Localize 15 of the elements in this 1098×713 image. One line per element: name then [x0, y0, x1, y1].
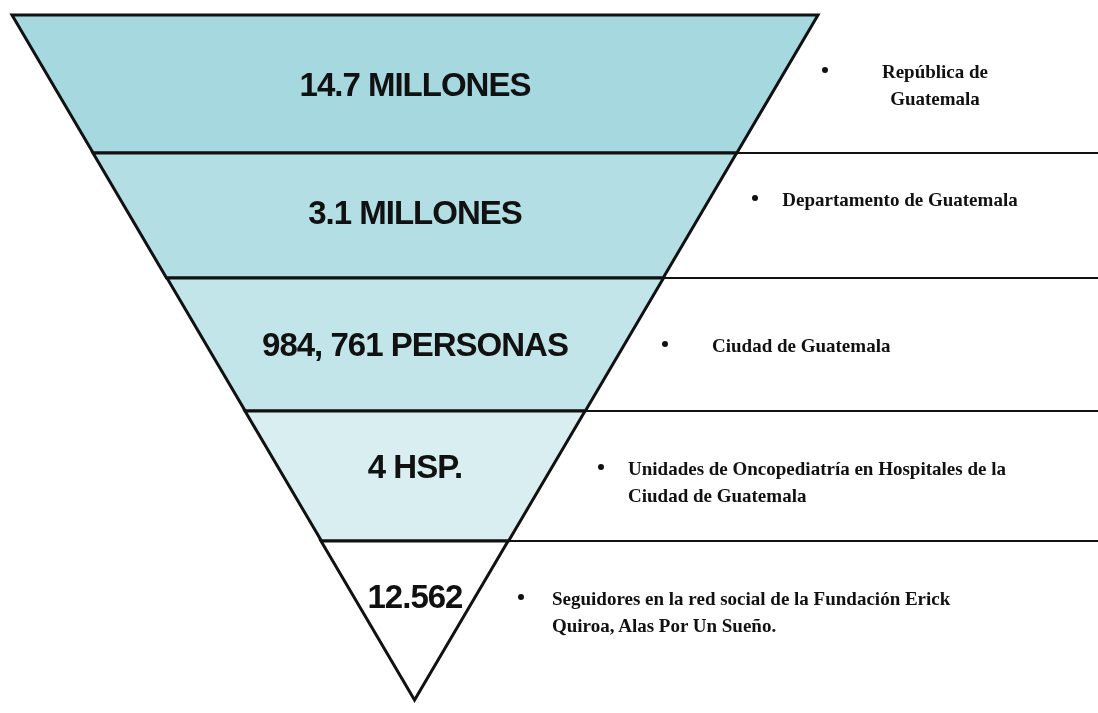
band-value: 4 HSP.	[367, 448, 463, 486]
band-value: 14.7 MILLONES	[299, 66, 531, 104]
band-value: 12.562	[367, 578, 463, 616]
band-description: República de Guatemala	[880, 60, 990, 111]
funnel-band	[244, 411, 585, 541]
funnel-band	[93, 153, 737, 278]
band-value: 3.1 MILLONES	[308, 194, 522, 232]
funnel-band	[321, 541, 509, 700]
band-description: Unidades de Oncopediatría en Hospitales de la Ciudad de Guatemala	[628, 457, 1007, 508]
funnel-band	[166, 278, 664, 411]
band-description: Departamento de Guatemala	[781, 188, 1019, 212]
band-description: Ciudad de Guatemala	[712, 334, 892, 358]
band-value: 984, 761 PERSONAS	[262, 326, 568, 364]
funnel-band	[12, 15, 818, 153]
band-description: Seguidores en la red social de la Fundación Erick Quiroa, Alas Por Un Sueño.	[552, 587, 952, 638]
